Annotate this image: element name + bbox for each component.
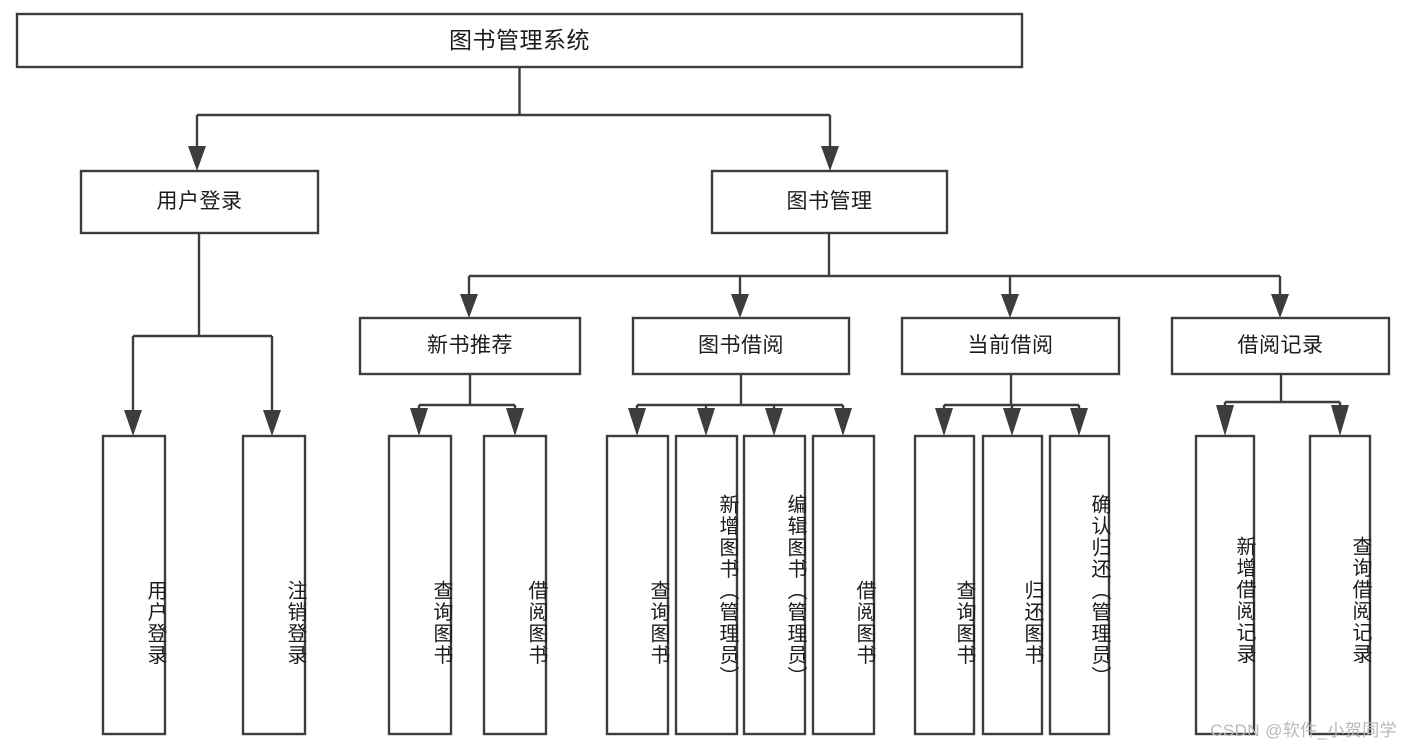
box-leaf-logout[interactable] [241, 434, 307, 736]
arrowhead-current-borrow [1001, 294, 1019, 318]
arrowhead-borrow-book-2 [834, 408, 852, 436]
csdn-watermark: CSDN @软件_小贺同学 [1210, 721, 1397, 740]
box-leaf-query-book-3[interactable] [913, 434, 976, 736]
arrowhead-borrow-book-1 [506, 408, 524, 436]
box-leaf-edit-book[interactable] [742, 434, 807, 736]
arrowhead-add-book [697, 408, 715, 436]
arrowhead-query-book-3 [935, 408, 953, 436]
arrowhead-leaf-user-login [124, 410, 142, 436]
box-leaf-query-record[interactable] [1308, 434, 1372, 736]
arrowhead-query-book-1 [410, 408, 428, 436]
arrowhead-leaf-logout [263, 410, 281, 436]
box-leaf-query-book-2[interactable] [605, 434, 670, 736]
box-leaf-add-record[interactable] [1194, 434, 1256, 736]
box-user-login[interactable] [79, 169, 320, 235]
arrowhead-edit-book [765, 408, 783, 436]
box-leaf-return-book[interactable] [981, 434, 1044, 736]
box-new-book-rec[interactable] [358, 316, 582, 376]
box-book-manage[interactable] [710, 169, 949, 235]
arrowhead-query-book-2 [628, 408, 646, 436]
arrowhead-book-manage [821, 146, 839, 171]
arrowhead-confirm-return [1070, 408, 1088, 436]
arrowhead-borrow-record [1271, 294, 1289, 318]
box-leaf-borrow-book-1[interactable] [482, 434, 548, 736]
node-boxes [15, 12, 1391, 736]
box-leaf-query-book-1[interactable] [387, 434, 453, 736]
arrowhead-user-login [188, 146, 206, 171]
arrowhead-return-book [1003, 408, 1021, 436]
box-borrow-record[interactable] [1170, 316, 1391, 376]
arrowhead-new-book-rec [460, 294, 478, 318]
arrowhead-add-record [1216, 405, 1234, 436]
arrowhead-book-borrow [731, 294, 749, 318]
box-root[interactable] [15, 12, 1024, 69]
box-leaf-borrow-book-2[interactable] [811, 434, 876, 736]
box-leaf-add-book[interactable] [674, 434, 739, 736]
connectors [124, 67, 1349, 436]
arrowhead-query-record [1331, 405, 1349, 436]
box-current-borrow[interactable] [900, 316, 1121, 376]
box-book-borrow[interactable] [631, 316, 851, 376]
box-leaf-user-login[interactable] [101, 434, 167, 736]
box-leaf-confirm-return[interactable] [1048, 434, 1111, 736]
